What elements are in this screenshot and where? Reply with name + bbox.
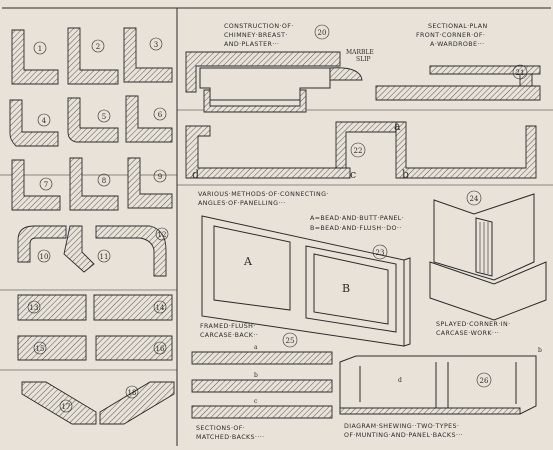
joint-3: 3 xyxy=(123,27,173,83)
number-4: 4 xyxy=(42,117,47,125)
number-5: 5 xyxy=(102,113,106,121)
joint-6: 6 xyxy=(125,95,173,143)
number-22: 22 xyxy=(354,147,363,155)
number-6: 6 xyxy=(158,111,163,119)
number-1: 1 xyxy=(38,45,42,53)
number-14: 14 xyxy=(156,304,165,312)
joint-2: 2 xyxy=(67,27,119,85)
bead-label-B: B=BEAD·AND·FLUSH··DO·· xyxy=(310,225,402,232)
joint-11: 11 xyxy=(63,225,111,273)
framed-title-1: FRAMED·FLUSH· xyxy=(200,323,256,330)
joint-10: 10 xyxy=(17,225,67,263)
letter-c: c xyxy=(350,168,356,181)
number-7: 7 xyxy=(44,181,48,189)
number-8: 8 xyxy=(102,177,106,185)
number-17: 17 xyxy=(62,403,71,411)
joint-16: 16 xyxy=(95,335,173,361)
matched-letter-b: b xyxy=(254,372,258,379)
diagram-title-1: DIAGRAM·SHEWING··TWO·TYPES· xyxy=(344,423,459,430)
munting-letter-b: b xyxy=(538,347,542,354)
matched-letter-c: c xyxy=(254,398,258,405)
number-18: 18 xyxy=(128,389,137,397)
joint-7: 7 xyxy=(11,159,61,211)
bead-label-A: A=BEAD·AND·BUTT·PANEL· xyxy=(310,215,404,222)
chimney-breast-section: CONSTRUCTION·OF· CHIMNEY·BREAST· AND·PLA… xyxy=(185,23,374,113)
matched-title-2: MATCHED·BACKS···· xyxy=(196,434,265,441)
panelling-title-1: VARIOUS·METHODS·OF·CONNECTING· xyxy=(198,191,329,198)
wardrobe-title-2: FRONT·CORNER·OF· xyxy=(416,32,485,39)
number-13: 13 xyxy=(30,304,39,312)
splayed-corner: 24 SPLAYED·CORNER·IN· CARCASE·WORK··· xyxy=(429,190,547,337)
number-2: 2 xyxy=(96,43,100,51)
number-9: 9 xyxy=(158,173,162,181)
wardrobe-title-3: A·WARDROBE··· xyxy=(430,41,485,48)
panelling-plan: 22 d a c b xyxy=(185,120,537,181)
joint-13: 13 xyxy=(17,294,87,321)
joint-17-18: 17 18 xyxy=(21,381,175,425)
joint-4: 4 xyxy=(9,99,59,147)
number-16: 16 xyxy=(156,345,165,353)
number-10: 10 xyxy=(40,253,49,261)
panelling-elevation: A B VARIOUS·METHODS·OF·CONNECTING· ANGLE… xyxy=(198,191,411,347)
marble-label-1: MARBLE xyxy=(346,49,374,56)
panel-letter-A: A xyxy=(243,255,253,268)
matched-title-1: SECTIONS·OF· xyxy=(196,425,245,432)
chimney-title-3: AND·PLASTER··· xyxy=(224,41,279,48)
number-24: 24 xyxy=(470,195,479,203)
number-11: 11 xyxy=(100,253,109,261)
splayed-title-1: SPLAYED·CORNER·IN· xyxy=(436,321,511,328)
joint-15: 15 xyxy=(17,335,87,361)
panel-letter-B: B xyxy=(342,282,350,295)
diagram-title-2: OF·MUNTING·AND·PANEL·BACKS··· xyxy=(344,432,463,439)
munting-diagram: d b 26 DIAGRAM·SHEWING··TWO·TYPES· OF·MU… xyxy=(339,347,542,439)
splayed-title-2: CARCASE·WORK··· xyxy=(436,330,499,337)
joint-8: 8 xyxy=(69,157,119,211)
number-21: 21 xyxy=(516,69,525,77)
letter-b: b xyxy=(402,168,409,181)
number-23: 23 xyxy=(376,249,385,257)
letter-a: a xyxy=(394,120,401,133)
number-12: 12 xyxy=(158,231,167,239)
wardrobe-plan: SECTIONAL·PLAN FRONT·CORNER·OF· A·WARDRO… xyxy=(375,23,541,101)
number-15: 15 xyxy=(36,345,45,353)
wardrobe-title-1: SECTIONAL·PLAN xyxy=(428,23,488,30)
munting-letter-d: d xyxy=(398,377,402,384)
framed-title-2: CARCASE·BACK·· xyxy=(200,332,258,339)
joint-12: 12 xyxy=(95,225,169,277)
joint-9: 9 xyxy=(127,157,173,209)
marble-label-2: SLIP xyxy=(356,56,371,63)
joint-14: 14 xyxy=(93,294,173,321)
letter-d: d xyxy=(192,168,199,181)
joint-5: 5 xyxy=(67,97,119,143)
number-25: 25 xyxy=(286,337,295,345)
number-3: 3 xyxy=(154,41,158,49)
number-26: 26 xyxy=(480,377,489,385)
matched-letter-a: a xyxy=(254,344,258,351)
number-20: 20 xyxy=(318,29,327,37)
matched-backs: a b c 25 SECTIONS·OF· MATCHED·BACKS···· xyxy=(191,332,333,441)
panelling-title-2: ANGLES·OF·PANELLING··· xyxy=(198,200,286,207)
chimney-title-2: CHIMNEY·BREAST· xyxy=(224,32,288,39)
chimney-title-1: CONSTRUCTION·OF· xyxy=(224,23,294,30)
joint-1: 1 xyxy=(11,29,59,85)
